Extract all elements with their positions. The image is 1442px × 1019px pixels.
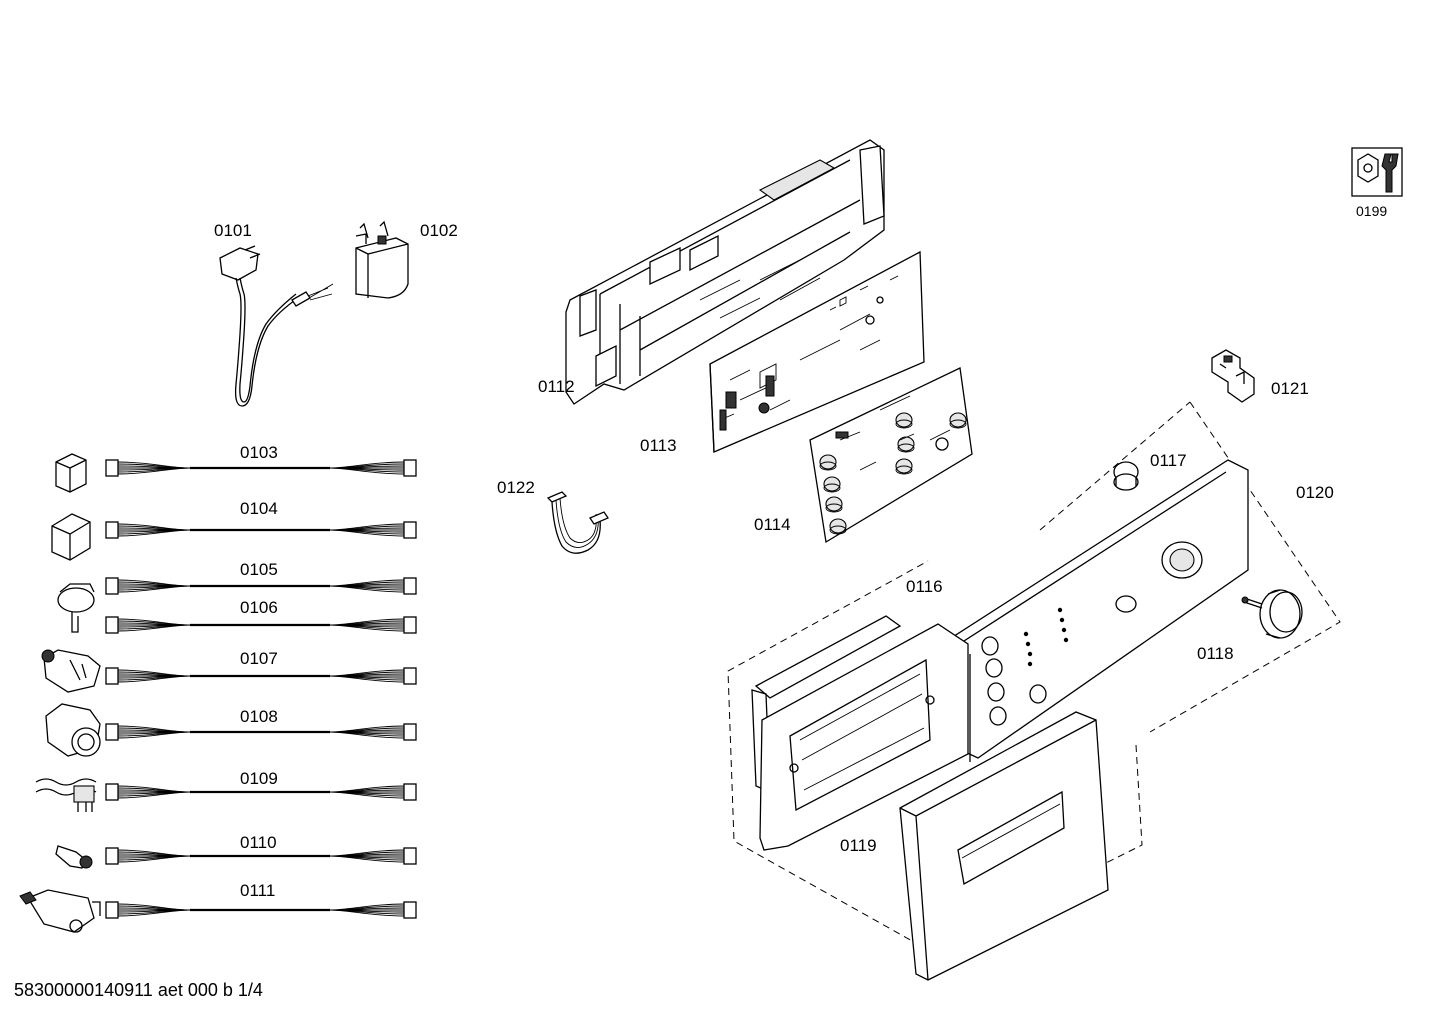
fascia-led bbox=[1057, 607, 1063, 613]
part-label-0114: 0114 bbox=[754, 515, 791, 534]
part-label-0116: 0116 bbox=[906, 577, 943, 596]
rotary-knob-part bbox=[1241, 589, 1303, 639]
part-label-0117: 0117 bbox=[1150, 451, 1187, 470]
fascia-button bbox=[985, 658, 1003, 678]
part-label-0113: 0113 bbox=[640, 436, 677, 455]
bracket-part bbox=[1211, 349, 1255, 403]
fascia-led bbox=[1025, 641, 1031, 647]
harness-cable bbox=[105, 847, 417, 865]
part-label-0120: 0120 bbox=[1296, 483, 1334, 502]
pcb-button-knob bbox=[819, 454, 837, 471]
pcb-button-knob bbox=[949, 412, 967, 429]
pcb-button-knob bbox=[895, 412, 913, 429]
ribbon-cable-part bbox=[546, 491, 609, 554]
part-label-0101: 0101 bbox=[214, 221, 252, 240]
fascia-panel-part bbox=[947, 459, 1249, 762]
fascia-button bbox=[1029, 684, 1047, 704]
harness-cable bbox=[105, 459, 417, 477]
fascia-led bbox=[1027, 661, 1033, 667]
part-label-0107: 0107 bbox=[240, 649, 278, 668]
button-pcb-part bbox=[809, 367, 973, 544]
fascia-led bbox=[1023, 631, 1029, 637]
part-label-0109: 0109 bbox=[240, 769, 278, 788]
pcb-button-knob bbox=[829, 518, 847, 535]
part-label-0102: 0102 bbox=[420, 221, 458, 240]
part-label-0118: 0118 bbox=[1197, 644, 1234, 663]
part-label-0110: 0110 bbox=[240, 833, 277, 852]
pcb-button-knob bbox=[823, 476, 841, 493]
part-label-0106: 0106 bbox=[240, 598, 278, 617]
pcb-button-knob bbox=[825, 496, 843, 513]
fascia-led bbox=[1061, 627, 1067, 633]
part-label-0111: 0111 bbox=[240, 881, 275, 900]
part-label-0108: 0108 bbox=[240, 707, 278, 726]
wiring-harness-rows bbox=[105, 459, 417, 919]
suppressor-part bbox=[355, 220, 409, 299]
fascia-led bbox=[1063, 637, 1069, 643]
drawer-handle-part bbox=[899, 711, 1109, 981]
harness-cable bbox=[105, 521, 417, 539]
harness-cable bbox=[105, 901, 417, 919]
fascia-button bbox=[987, 682, 1005, 702]
pcb-button-knob bbox=[895, 458, 913, 475]
main-pcb-part bbox=[709, 250, 925, 453]
part-label-0103: 0103 bbox=[240, 443, 278, 462]
program-knob-cap-part bbox=[1113, 461, 1139, 491]
part-label-0121: 0121 bbox=[1271, 379, 1309, 398]
harness-cable bbox=[105, 723, 417, 741]
power-cord-part bbox=[219, 245, 334, 407]
dispenser-frame-part bbox=[751, 615, 969, 851]
document-code: 58300000140911 aet 000 b 1/4 bbox=[14, 980, 263, 1000]
harness-cable bbox=[105, 616, 417, 634]
harness-cable bbox=[105, 667, 417, 685]
service-tool-icon bbox=[1351, 147, 1403, 197]
harness-cable bbox=[105, 577, 417, 595]
control-housing-part bbox=[565, 139, 885, 405]
part-label-0122: 0122 bbox=[497, 478, 535, 497]
fascia-led bbox=[1059, 617, 1065, 623]
part-label-0119: 0119 bbox=[840, 836, 877, 855]
fascia-button bbox=[981, 636, 999, 656]
part-label-0112: 0112 bbox=[538, 377, 575, 396]
part-label-0104: 0104 bbox=[240, 499, 278, 518]
part-label-0105: 0105 bbox=[240, 560, 278, 579]
fascia-button bbox=[989, 706, 1007, 726]
harness-cable bbox=[105, 783, 417, 801]
fascia-led bbox=[1027, 651, 1033, 657]
part-label-0199: 0199 bbox=[1356, 203, 1387, 219]
harness-component-thumbnails bbox=[19, 453, 101, 933]
